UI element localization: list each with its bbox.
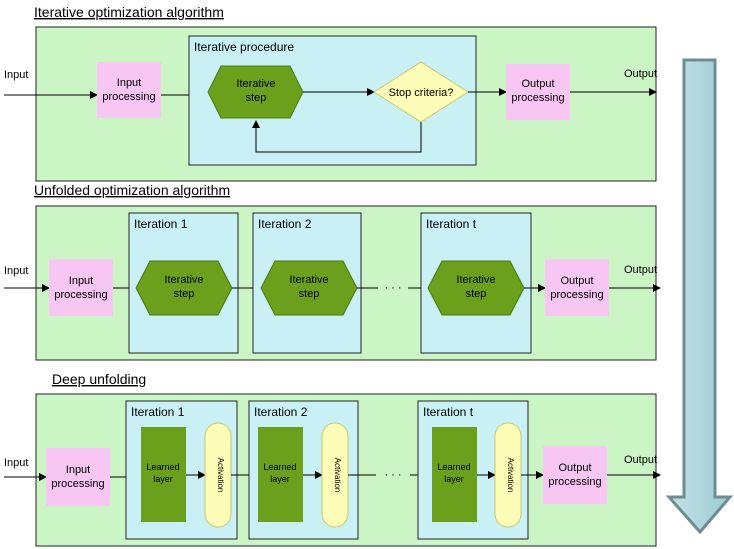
input-processing-line1: Input [66, 464, 90, 476]
activation-label-2: Activation [333, 458, 342, 493]
input-label: Input [4, 457, 28, 469]
iterative-step-line2: step [299, 288, 320, 300]
learned-layer-box-1 [141, 427, 186, 522]
ellipsis: · · · [384, 282, 401, 294]
learned-layer-line2: layer [270, 474, 290, 484]
ellipsis: · · · [384, 469, 401, 481]
learned-layer-line1: Learned [437, 462, 470, 472]
iterative-procedure-title: Iterative procedure [194, 40, 294, 54]
activation-label-t: Activation [506, 458, 515, 493]
input-processing-line2: processing [102, 91, 155, 103]
output-processing-line1: Output [560, 275, 593, 287]
output-label: Output [624, 454, 657, 466]
iteration-label-t: Iteration t [426, 217, 477, 231]
input-processing-line1: Input [69, 275, 93, 287]
big-down-arrow [665, 58, 734, 535]
output-processing-box [543, 446, 607, 504]
input-processing-line2: processing [51, 478, 104, 490]
learned-layer-box-2 [258, 427, 303, 522]
iterative-step-line1: Iterative [456, 274, 495, 286]
section-iterative-optimization: Iterative optimization algorithm Input I… [4, 4, 657, 182]
input-processing-box [46, 448, 110, 506]
input-processing-line2: processing [54, 289, 107, 301]
activation-label-1: Activation [216, 458, 225, 493]
section-deep-unfolding: Deep unfolding Input Input processing It… [4, 371, 661, 547]
input-label: Input [4, 69, 28, 81]
feedback-loop-arrow [252, 120, 422, 153]
output-label: Output [624, 264, 657, 276]
learned-layer-line2: layer [153, 474, 173, 484]
output-processing-box [506, 64, 570, 120]
input-processing-line1: Input [117, 77, 141, 89]
output-processing-line2: processing [548, 476, 601, 488]
iterative-step-line1: Iterative [164, 274, 203, 286]
section-title: Iterative optimization algorithm [34, 4, 224, 20]
learned-layer-line2: layer [444, 474, 464, 484]
learned-layer-line1: Learned [263, 462, 296, 472]
iteration-label-1: Iteration 1 [134, 217, 188, 231]
iteration-label-t: Iteration t [423, 405, 474, 419]
output-processing-line1: Output [521, 78, 554, 90]
iteration-label-1: Iteration 1 [131, 405, 185, 419]
input-processing-box [97, 62, 161, 118]
iterative-step-line2: step [246, 92, 267, 104]
output-processing-line1: Output [558, 462, 591, 474]
section-title: Deep unfolding [52, 371, 146, 387]
iterative-step-line1: Iterative [236, 78, 275, 90]
output-label: Output [624, 68, 657, 80]
output-processing-line2: processing [511, 92, 564, 104]
output-processing-line2: processing [550, 289, 603, 301]
section-title: Unfolded optimization algorithm [34, 182, 230, 198]
iterative-step-line2: step [174, 288, 195, 300]
learned-layer-box-t [432, 427, 477, 522]
output-processing-box [545, 259, 609, 316]
iterative-step-line2: step [466, 288, 487, 300]
stop-criteria-label: Stop criteria? [389, 87, 454, 99]
iteration-label-2: Iteration 2 [258, 217, 312, 231]
input-processing-box [49, 259, 113, 316]
learned-layer-line1: Learned [146, 462, 179, 472]
section-unfolded-optimization: Unfolded optimization algorithm Input In… [4, 182, 661, 361]
iteration-label-2: Iteration 2 [254, 405, 308, 419]
iterative-step-line1: Iterative [289, 274, 328, 286]
input-label: Input [4, 265, 28, 277]
